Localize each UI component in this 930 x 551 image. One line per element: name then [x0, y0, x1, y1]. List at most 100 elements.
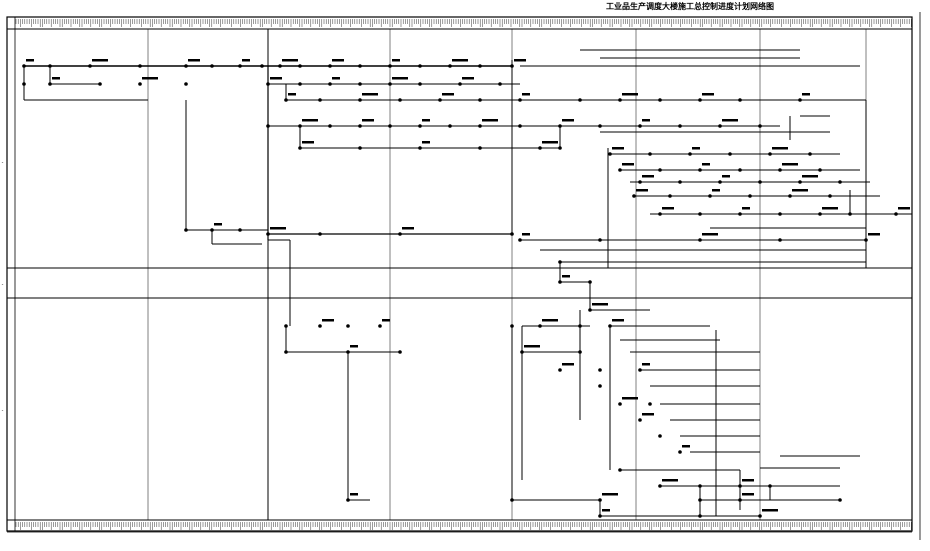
event-node: [88, 64, 92, 68]
event-node: [418, 64, 422, 68]
activity-label: [602, 493, 618, 496]
activity-label: [514, 59, 526, 62]
event-node: [638, 124, 642, 128]
event-node: [510, 64, 514, 68]
event-node: [738, 498, 742, 502]
event-node: [658, 168, 662, 172]
event-node: [518, 124, 522, 128]
event-node: [458, 82, 462, 86]
event-node: [284, 98, 288, 102]
event-node: [678, 124, 682, 128]
event-node: [184, 64, 188, 68]
activity-label: [642, 119, 650, 122]
activity-label: [382, 319, 390, 322]
activity-label: [868, 233, 880, 236]
activity-label: [452, 59, 468, 62]
event-node: [210, 228, 214, 232]
event-node: [818, 168, 822, 172]
activity-label: [322, 319, 334, 322]
event-node: [448, 124, 452, 128]
activity-label: [762, 509, 778, 512]
event-node: [608, 324, 612, 328]
activity-label: [662, 479, 678, 482]
event-node: [738, 98, 742, 102]
event-node: [598, 384, 602, 388]
activity-label: [622, 93, 638, 96]
event-node: [798, 180, 802, 184]
activity-label: [332, 77, 340, 80]
event-node: [418, 146, 422, 150]
event-node: [738, 168, 742, 172]
activity-label: [692, 147, 700, 150]
event-node: [298, 124, 302, 128]
event-node: [438, 98, 442, 102]
event-node: [98, 82, 102, 86]
activity-label: [270, 77, 282, 80]
event-node: [328, 82, 332, 86]
activity-label: [422, 119, 430, 122]
event-node: [738, 212, 742, 216]
activity-label: [622, 163, 634, 166]
band-label-1: -: [1, 160, 5, 166]
event-node: [48, 82, 52, 86]
activity-label: [350, 345, 358, 348]
activity-lines: [23, 49, 912, 517]
event-node: [318, 324, 322, 328]
activity-label: [636, 189, 648, 192]
activity-label: [742, 207, 750, 210]
event-node: [828, 194, 832, 198]
activity-label: [362, 119, 374, 122]
event-node: [598, 124, 602, 128]
event-node: [578, 98, 582, 102]
activity-label: [792, 189, 808, 192]
event-node: [538, 146, 542, 150]
activity-label: [392, 59, 400, 62]
event-node: [658, 98, 662, 102]
event-node: [558, 124, 562, 128]
event-node: [718, 180, 722, 184]
event-node: [598, 368, 602, 372]
time-ruler: [15, 19, 912, 530]
activity-label: [898, 207, 910, 210]
event-node: [758, 514, 762, 518]
event-node: [266, 124, 270, 128]
activity-label: [92, 59, 108, 62]
event-node: [266, 232, 270, 236]
event-node: [698, 98, 702, 102]
activity-label: [712, 189, 720, 192]
event-node: [22, 82, 26, 86]
activity-label: [214, 223, 222, 226]
activity-label: [742, 479, 754, 482]
event-node: [808, 152, 812, 156]
event-nodes: [22, 64, 898, 518]
event-node: [498, 82, 502, 86]
activity-label: [642, 363, 650, 366]
activity-label: [524, 345, 540, 348]
event-node: [778, 212, 782, 216]
activity-label: [602, 509, 610, 512]
event-node: [418, 82, 422, 86]
event-node: [638, 418, 642, 422]
event-node: [22, 64, 26, 68]
event-node: [298, 146, 302, 150]
event-node: [520, 350, 524, 354]
activity-label: [562, 275, 570, 278]
activity-label: [642, 413, 654, 416]
activity-label: [402, 227, 414, 230]
event-node: [418, 124, 422, 128]
activity-label: [702, 93, 714, 96]
activity-label: [362, 93, 378, 96]
event-node: [768, 484, 772, 488]
activity-label: [622, 397, 638, 400]
activity-label: [482, 119, 498, 122]
activity-label: [662, 207, 674, 210]
activity-label: [612, 147, 624, 150]
activity-label: [782, 163, 798, 166]
event-node: [894, 212, 898, 216]
activity-label: [270, 227, 286, 230]
event-node: [358, 98, 362, 102]
activity-label: [302, 119, 318, 122]
event-node: [588, 280, 592, 284]
frame: [6, 12, 921, 540]
